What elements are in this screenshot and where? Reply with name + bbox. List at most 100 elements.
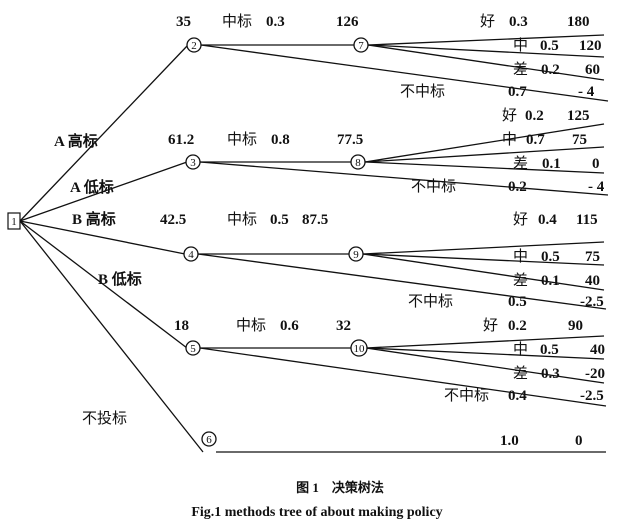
row-3-cost: 61.2 [168,132,194,148]
svg-text:中: 中 [513,341,528,358]
row-5-win-label: 中标 [236,317,266,334]
outcome-5-lose: 不中标 0.4 -2.5 [444,387,604,404]
branch-label-no-bid: 不投标 [82,410,127,427]
svg-text:不中标: 不中标 [408,293,453,310]
svg-text:75: 75 [585,249,600,265]
row-3-win-label: 中标 [227,131,257,148]
chance-row-3: 61.2 中标 0.8 77.5 [168,131,363,148]
svg-text:0.4: 0.4 [538,212,557,228]
svg-text:不中标: 不中标 [411,178,456,195]
svg-text:好: 好 [480,13,495,30]
chance-node-6: 6 [201,431,217,447]
svg-text:差: 差 [513,61,528,78]
branch-label-a-high: A 高标 [54,132,98,150]
svg-text:0.2: 0.2 [508,318,527,334]
row-2-cost: 35 [176,14,191,30]
svg-text:1.0: 1.0 [500,433,519,449]
svg-text:3: 3 [190,157,196,169]
svg-text:125: 125 [567,108,590,124]
outcome-10-poor: 差 0.3 -20 [513,365,605,382]
chance-row-2: 35 中标 0.3 126 [176,13,359,30]
svg-text:0.2: 0.2 [541,62,560,78]
outcome-3-lose: 不中标 0.2 - 4 [411,178,605,195]
svg-text:- 4: - 4 [578,84,595,100]
svg-text:0.1: 0.1 [542,156,561,172]
svg-text:60: 60 [585,62,600,78]
svg-text:4: 4 [188,249,194,261]
node-2-branches [200,34,609,102]
svg-text:9: 9 [353,249,359,261]
svg-text:40: 40 [585,273,600,289]
svg-text:0: 0 [592,156,600,172]
outcome-10-good: 好 0.2 90 [483,317,583,334]
root-branches [19,44,204,453]
svg-text:0.2: 0.2 [508,179,527,195]
chance-node-10: 10 [350,339,368,357]
svg-text:- 4: - 4 [588,179,605,195]
svg-text:差: 差 [513,272,528,289]
chance-node-8: 8 [350,154,366,170]
row-4-prob: 0.5 [270,212,289,228]
svg-text:不中标: 不中标 [444,387,489,404]
svg-text:5: 5 [190,343,196,355]
row-3-value: 77.5 [337,132,363,148]
outcome-7-good: 好 0.3 180 [480,13,590,30]
svg-text:好: 好 [483,317,498,334]
row-3-prob: 0.8 [271,132,290,148]
svg-text:40: 40 [590,342,605,358]
svg-text:0: 0 [575,433,583,449]
root-node: 1 [7,212,21,230]
svg-text:-2.5: -2.5 [580,294,604,310]
svg-text:120: 120 [579,38,602,54]
row-4-value: 87.5 [302,212,328,228]
svg-text:0.7: 0.7 [526,132,545,148]
outcome-8-good: 好 0.2 125 [502,107,590,124]
svg-text:7: 7 [358,40,364,52]
svg-text:不中标: 不中标 [400,83,445,100]
outcome-2-lose: 不中标 0.7 - 4 [400,83,595,100]
branch-label-b-high: B 高标 [72,210,116,228]
svg-text:0.1: 0.1 [541,273,560,289]
svg-text:8: 8 [355,157,361,169]
outcome-7-poor: 差 0.2 60 [513,61,600,78]
outcome-9-good: 好 0.4 115 [513,211,598,228]
svg-text:0.5: 0.5 [540,38,559,54]
row-2-win-label: 中标 [222,13,252,30]
svg-text:-2.5: -2.5 [580,388,604,404]
svg-text:中: 中 [513,248,528,265]
svg-text:0.7: 0.7 [508,84,527,100]
svg-text:6: 6 [206,434,212,446]
outcome-10-medium: 中 0.5 40 [513,341,605,358]
node-3-branches [199,123,609,196]
outcome-9-poor: 差 0.1 40 [513,272,600,289]
svg-text:0.2: 0.2 [525,108,544,124]
svg-text:180: 180 [567,14,590,30]
svg-text:好: 好 [513,211,528,228]
outcome-8-medium: 中 0.7 75 [502,131,587,148]
outcome-4-lose: 不中标 0.5 -2.5 [408,293,604,310]
svg-text:好: 好 [502,107,517,124]
svg-text:0.5: 0.5 [541,249,560,265]
figure-caption-english: Fig.1 methods tree of about making polic… [191,505,442,520]
row-5-cost: 18 [174,318,189,334]
svg-text:中: 中 [502,131,517,148]
chance-row-5: 18 中标 0.6 32 [174,317,351,334]
svg-text:2: 2 [191,40,197,52]
svg-text:0.3: 0.3 [541,366,560,382]
svg-text:115: 115 [576,212,598,228]
outcome-8-poor: 差 0.1 0 [513,155,600,172]
row-2-value: 126 [336,14,359,30]
node-5-branches [199,335,607,407]
node-4-branches [197,241,607,310]
svg-text:1: 1 [11,216,17,228]
chance-node-5: 5 [185,340,201,356]
chance-node-7: 7 [353,37,369,53]
svg-text:差: 差 [513,365,528,382]
svg-text:中: 中 [513,37,528,54]
outcome-6: 1.0 0 [500,433,583,449]
row-4-win-label: 中标 [227,211,257,228]
figure-caption-chinese: 图 1 决策树法 [296,480,384,495]
svg-text:-20: -20 [585,366,605,382]
